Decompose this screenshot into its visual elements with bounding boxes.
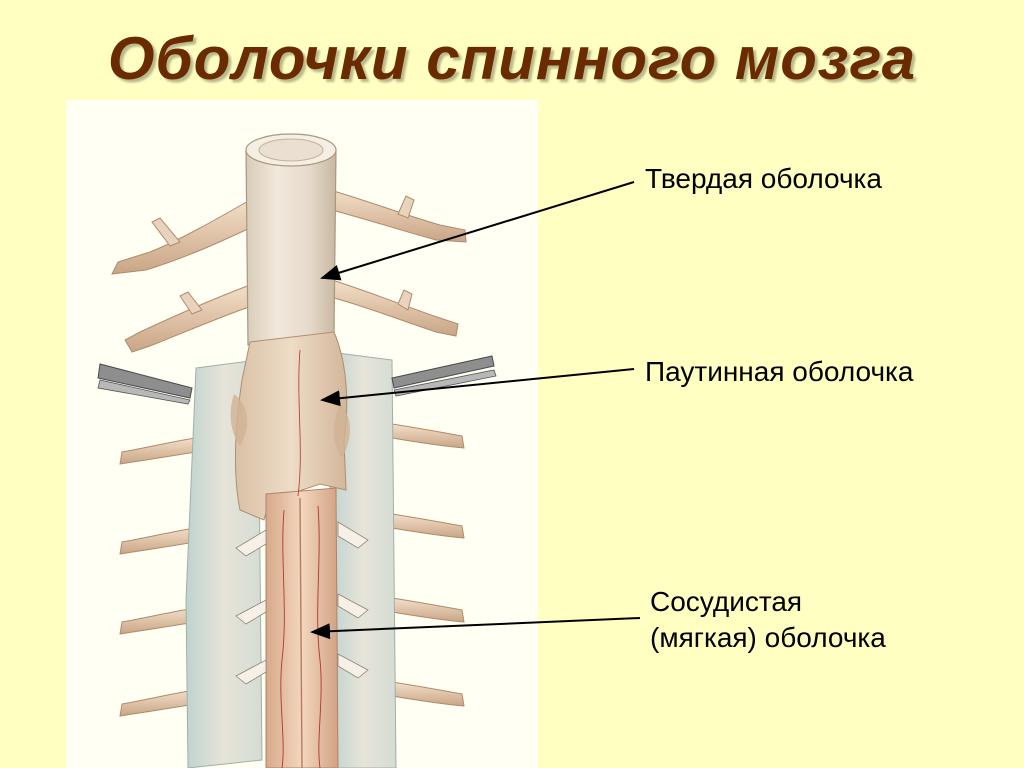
arachnoid-layer	[230, 331, 350, 521]
label-arachnoid-mater: Паутинная оболочка	[645, 356, 914, 387]
label-dura-mater: Твердая оболочка	[645, 163, 882, 194]
slide-title: Оболочки спинного мозга	[107, 25, 917, 92]
label-pia-mater: Сосудистая (мягкая) оболочка	[650, 584, 886, 656]
nerve-roots-upper-left	[111, 199, 253, 353]
spinal-cord-illustration	[66, 100, 538, 768]
label-pia-line1: Сосудистая	[650, 586, 803, 617]
dura-mater-tube	[245, 133, 337, 346]
denticulate-ligaments	[235, 521, 369, 685]
nerve-roots-lower	[119, 423, 465, 717]
nerve-roots-upper-right	[329, 189, 467, 337]
spinal-cord-pia	[265, 349, 339, 768]
label-pia-line2: (мягкая) оболочка	[650, 622, 886, 653]
spinal-cord-drawing	[97, 133, 497, 768]
